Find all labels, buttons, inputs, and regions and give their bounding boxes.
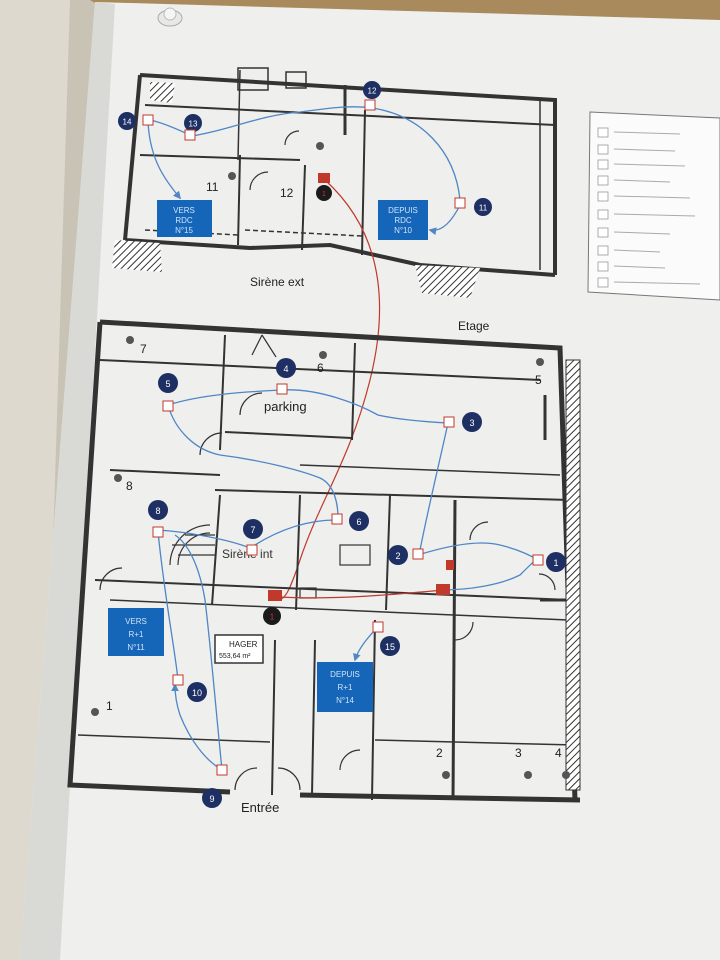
upper-room-number-11: 11 xyxy=(206,180,219,194)
upper-depuis-box: DEPUIS RDC N°10 xyxy=(378,200,428,240)
paper-sheet xyxy=(20,2,720,960)
upper-vers-box: VERS RDC N°15 xyxy=(157,200,212,237)
svg-text:10: 10 xyxy=(192,688,202,698)
svg-text:5: 5 xyxy=(165,379,170,389)
svg-text:3: 3 xyxy=(515,746,522,760)
lower-red-devices xyxy=(268,560,454,601)
lower-marker-10: 10 xyxy=(187,682,207,702)
lower-depuis-line2: R+1 xyxy=(338,683,353,692)
lower-room-numbers: 1 2 3 4 5 6 7 8 xyxy=(106,342,562,760)
lower-marker-1: 1 xyxy=(546,552,566,572)
svg-text:6: 6 xyxy=(317,361,324,375)
red-wire-lower xyxy=(279,589,444,599)
red-wire xyxy=(277,179,381,601)
legend-panel xyxy=(587,111,720,301)
hager-title: HAGER xyxy=(229,640,258,649)
hager-area: 553,64 m² xyxy=(219,653,251,660)
upper-depuis-line1: DEPUIS xyxy=(388,206,418,215)
lower-marker-15: 15 xyxy=(380,636,400,656)
svg-text:5: 5 xyxy=(535,373,542,387)
svg-text:11: 11 xyxy=(479,204,488,213)
svg-text:7: 7 xyxy=(140,342,147,356)
push-pin xyxy=(157,7,183,27)
upper-red-marker: 1 xyxy=(316,173,332,201)
lower-vers-box: VERS R+1 N°11 xyxy=(108,608,164,656)
lower-vers-line2: R+1 xyxy=(129,630,144,639)
upper-detector-icons xyxy=(142,99,466,209)
lower-marker-4: 4 xyxy=(276,358,296,378)
svg-text:2: 2 xyxy=(436,746,443,760)
svg-text:4: 4 xyxy=(555,746,562,760)
upper-floor-plan xyxy=(112,67,557,298)
upper-vers-line2: RDC xyxy=(175,216,193,225)
siren-ext-label: Sirène ext xyxy=(250,275,305,289)
upper-marker-11: 11 xyxy=(474,198,492,216)
svg-text:8: 8 xyxy=(155,506,160,516)
lower-marker-6: 6 xyxy=(349,511,369,531)
svg-text:14: 14 xyxy=(123,118,132,127)
window-frame xyxy=(0,0,70,960)
entree-label: Entrée xyxy=(241,800,279,815)
upper-marker-12: 12 xyxy=(363,81,381,99)
svg-text:1: 1 xyxy=(270,613,275,622)
upper-depuis-line2: RDC xyxy=(394,216,412,225)
svg-text:1: 1 xyxy=(106,699,113,713)
upper-vers-line3: N°15 xyxy=(175,226,193,235)
lower-vers-line1: VERS xyxy=(125,617,147,626)
svg-text:13: 13 xyxy=(189,120,198,129)
lower-red-marker: 1 xyxy=(263,607,281,625)
lower-detector-icons xyxy=(152,383,544,776)
svg-text:1: 1 xyxy=(553,558,558,568)
paper-shadow xyxy=(20,2,115,960)
section-title-etage: Etage xyxy=(458,319,490,333)
lower-marker-2: 2 xyxy=(388,545,408,565)
lower-depuis-box: DEPUIS R+1 N°14 xyxy=(317,662,373,712)
svg-text:6: 6 xyxy=(356,517,361,527)
upper-room-number-12: 12 xyxy=(280,186,294,200)
upper-depuis-line3: N°10 xyxy=(394,226,412,235)
svg-text:7: 7 xyxy=(250,525,255,535)
upper-marker-14: 14 xyxy=(118,112,136,130)
upper-marker-13: 13 xyxy=(184,114,202,132)
lower-marker-5: 5 xyxy=(158,373,178,393)
svg-text:3: 3 xyxy=(469,418,474,428)
lower-depuis-line1: DEPUIS xyxy=(330,670,360,679)
lower-vers-line3: N°11 xyxy=(127,643,145,652)
svg-text:4: 4 xyxy=(283,364,288,374)
svg-text:8: 8 xyxy=(126,479,133,493)
lower-marker-3: 3 xyxy=(462,412,482,432)
svg-text:9: 9 xyxy=(209,794,214,804)
lower-marker-8: 8 xyxy=(148,500,168,520)
svg-text:12: 12 xyxy=(368,87,377,96)
upper-vers-line1: VERS xyxy=(173,206,195,215)
svg-text:2: 2 xyxy=(395,551,400,561)
smoke-detector-dots xyxy=(91,142,570,779)
lower-floor-plan xyxy=(67,319,581,803)
lower-marker-7: 7 xyxy=(243,519,263,539)
lower-depuis-line3: N°14 xyxy=(336,696,354,705)
lower-marker-9: 9 xyxy=(202,788,222,808)
parking-label: parking xyxy=(264,399,307,414)
svg-text:1: 1 xyxy=(322,191,326,198)
svg-text:15: 15 xyxy=(385,642,395,652)
